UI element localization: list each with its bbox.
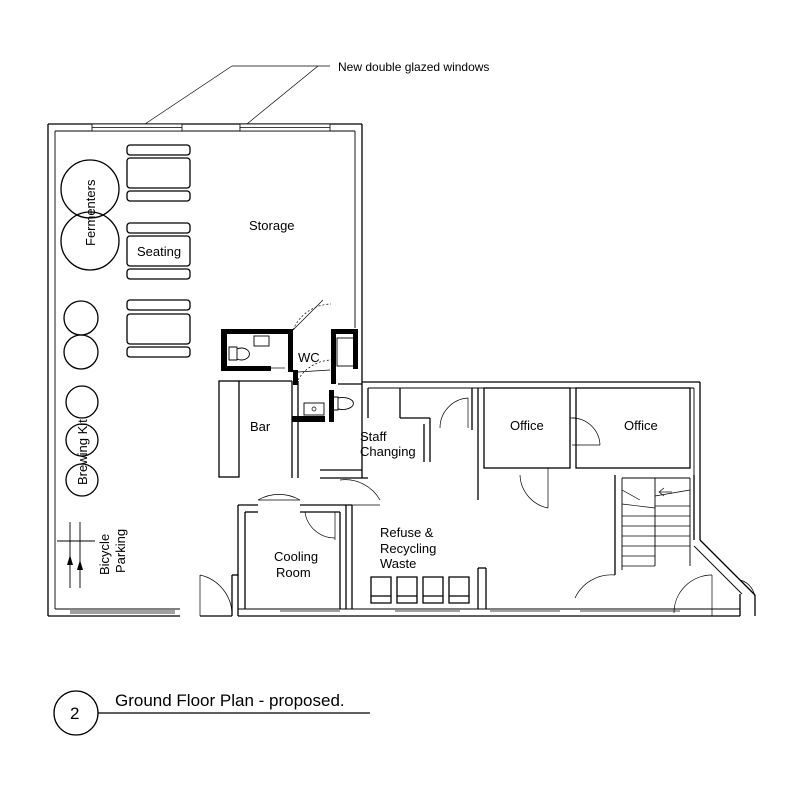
refuse-label: Refuse & [380,525,434,540]
staff-label: Staff [360,429,387,444]
cabinet [336,337,356,367]
table [126,157,191,189]
window-annotation: New double glazed windows [139,60,489,131]
bin-icon [396,576,418,604]
outer-walls [47,123,363,617]
bin-icon [370,576,392,604]
brew-vessel [65,385,99,419]
recycling-label: Recycling [380,541,436,556]
bicycle-parking: Bicycle Parking [57,522,128,588]
toilet-icon [331,396,354,411]
bench [126,190,191,202]
basin-icon [253,335,270,347]
toilet-icon [228,346,250,361]
fermenter-tank [60,159,120,219]
bin-icon [448,576,470,604]
refuse-recycling: Refuse & Recycling Waste [370,525,470,604]
fermenters: Fermenters [60,159,120,370]
office-right [575,387,691,469]
wc-label: WC [298,350,320,365]
seating-label: Seating [137,244,181,259]
fermenter-tank [63,300,99,336]
bar-label: Bar [250,419,271,434]
office-right-label: Office [624,418,658,433]
brew-vessel [65,463,99,497]
wc: WC [221,299,358,422]
table [126,313,191,345]
fermenter-tank [60,211,120,271]
title-block: 2 Ground Floor Plan - proposed. [53,690,370,736]
bench [126,299,191,311]
bench [126,144,191,156]
offices: Office Office [483,387,691,509]
seating: Seating [126,144,191,358]
bin-icon [422,576,444,604]
staircase [574,475,695,599]
office-left [483,387,571,469]
drawing-number: 2 [70,704,79,723]
brew-vessel [65,423,99,457]
drawing-title: Ground Floor Plan - proposed. [115,691,345,710]
bar: Bar [218,380,299,478]
brewing-kit-label: Brewing Kit [75,419,90,485]
storage-label: Storage [249,218,295,233]
room-label: Room [276,565,311,580]
bench [126,222,191,234]
table [126,235,191,267]
bicycle-label: Bicycle [97,534,112,575]
bar-counter [218,380,240,478]
cooling-label: Cooling [274,549,318,564]
windows-annotation-label: New double glazed windows [338,60,489,74]
fermenter-tank [63,334,99,370]
bench [126,268,191,280]
basin-icon [303,402,325,416]
waste-label: Waste [380,556,416,571]
fermenters-label: Fermenters [83,179,98,246]
bins [370,576,470,604]
office-left-label: Office [510,418,544,433]
changing-label: Changing [360,444,416,459]
brewing-kit: Brewing Kit [65,385,99,497]
parking-label: Parking [113,529,128,573]
bench [126,346,191,358]
interior-walls [237,382,487,616]
